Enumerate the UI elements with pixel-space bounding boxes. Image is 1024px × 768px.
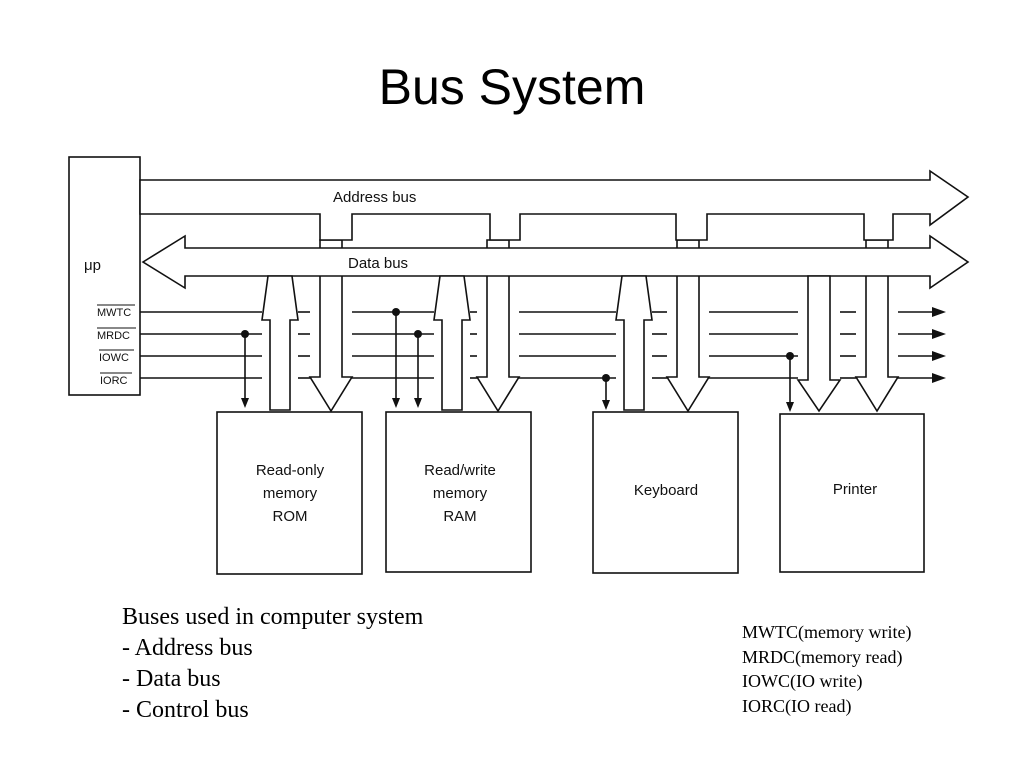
signal-legend-item: IOWC(IO write) xyxy=(742,671,863,691)
tap-dot xyxy=(392,308,400,316)
arrowhead xyxy=(414,398,422,408)
data-drop-rom xyxy=(261,275,299,411)
device-label-rom-line1: Read-only xyxy=(256,462,325,479)
device-block-keyboard xyxy=(592,411,739,574)
bus-notes-item: - Control bus xyxy=(122,697,249,723)
data-drop-ram xyxy=(433,275,471,411)
signal-label-iowc: IOWC xyxy=(99,352,129,364)
data-bus-label: Data bus xyxy=(348,255,408,272)
bus-notes-heading: Buses used in computer system xyxy=(122,604,424,630)
control-signal-labels: MWTC MRDC IOWC IORC xyxy=(97,307,131,387)
bus-system-diagram: μp Address bus Data bus MWTC MRDC IOWC I… xyxy=(68,156,970,575)
signal-label-mwtc: MWTC xyxy=(97,307,131,319)
slide-title: Bus System xyxy=(378,59,646,115)
processor-block xyxy=(68,156,141,396)
tap-dot xyxy=(241,330,249,338)
arrowhead xyxy=(932,373,946,383)
arrowhead xyxy=(241,398,249,408)
device-label-ram-line2: memory xyxy=(433,485,488,502)
arrowhead xyxy=(786,402,794,412)
processor-label: μp xyxy=(84,257,101,274)
address-bus-label: Address bus xyxy=(333,189,416,206)
arrowhead xyxy=(392,398,400,408)
device-label-rom-line3: ROM xyxy=(273,508,308,525)
tap-dot xyxy=(602,374,610,382)
data-bus-arrow xyxy=(141,234,970,290)
arrowhead xyxy=(932,351,946,361)
arrowhead xyxy=(932,307,946,317)
bus-notes-item: - Address bus xyxy=(122,635,253,661)
tap-dot xyxy=(786,352,794,360)
device-block-rom xyxy=(216,411,363,575)
signal-label-mrdc: MRDC xyxy=(97,330,130,342)
device-label-printer: Printer xyxy=(833,481,877,498)
tap-dot xyxy=(414,330,422,338)
signal-label-iorc: IORC xyxy=(100,375,128,387)
arrowhead xyxy=(932,329,946,339)
address-bus-arrow xyxy=(139,169,970,241)
data-drop-keyboard xyxy=(615,275,653,411)
bus-notes-item: - Data bus xyxy=(122,666,221,692)
device-label-ram-line1: Read/write xyxy=(424,462,496,479)
device-label-keyboard: Keyboard xyxy=(634,482,698,499)
bus-types-notes: Buses used in computer system - Address … xyxy=(122,602,423,726)
device-block-printer xyxy=(779,413,925,573)
arrowhead xyxy=(602,400,610,410)
signal-legend-item: MWTC(memory write) xyxy=(742,622,912,642)
signal-legend-item: MRDC(memory read) xyxy=(742,646,903,667)
device-block-ram xyxy=(385,411,532,573)
device-label-ram-line3: RAM xyxy=(443,508,476,525)
device-label-rom-line2: memory xyxy=(263,485,318,502)
signal-legend: MWTC(memory write) MRDC(memory read) IOW… xyxy=(742,620,911,718)
data-drop-printer xyxy=(796,275,842,413)
signal-legend-item: IORC(IO read) xyxy=(742,695,852,716)
